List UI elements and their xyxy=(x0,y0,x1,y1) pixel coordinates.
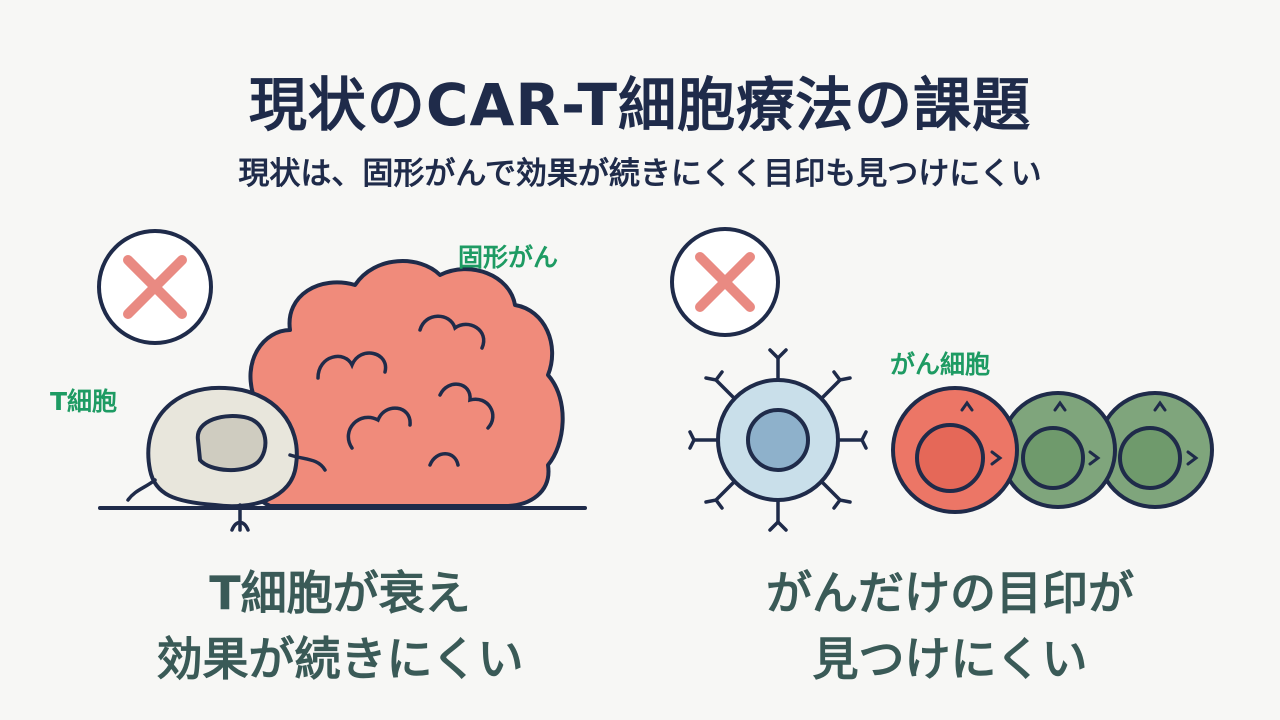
solid-tumor xyxy=(239,259,565,508)
cross-icon-right xyxy=(670,227,780,337)
cross-icon-left xyxy=(97,229,213,345)
page-subtitle: 現状は、固形がんで効果が続きにくく目印も見つけにくい xyxy=(238,156,1042,192)
page-title: 現状のCAR-T細胞療法の課題 xyxy=(248,71,1032,139)
car-t-cell xyxy=(688,348,868,532)
t-cell xyxy=(126,385,327,532)
left-caption-line1: T細胞が衰え xyxy=(209,566,471,620)
left-caption-line2: 効果が続きにくい xyxy=(156,632,524,686)
solid-tumor-label: 固形がん xyxy=(458,243,559,272)
left-caption: T細胞が衰え 効果が続きにくい xyxy=(80,560,600,692)
cancer-cell-3 xyxy=(1096,391,1214,509)
right-caption-line1: がんだけの目印が xyxy=(766,566,1134,620)
right-caption-line2: 見つけにくい xyxy=(812,632,1088,686)
right-caption: がんだけの目印が 見つけにくい xyxy=(690,560,1210,692)
cancer-cell-2 xyxy=(999,391,1117,509)
cancer-cell-1 xyxy=(891,386,1019,514)
car-t-cell-nucleus xyxy=(746,408,810,472)
cancer-cell-label: がん細胞 xyxy=(890,350,991,379)
t-cell-label: T細胞 xyxy=(50,387,118,416)
